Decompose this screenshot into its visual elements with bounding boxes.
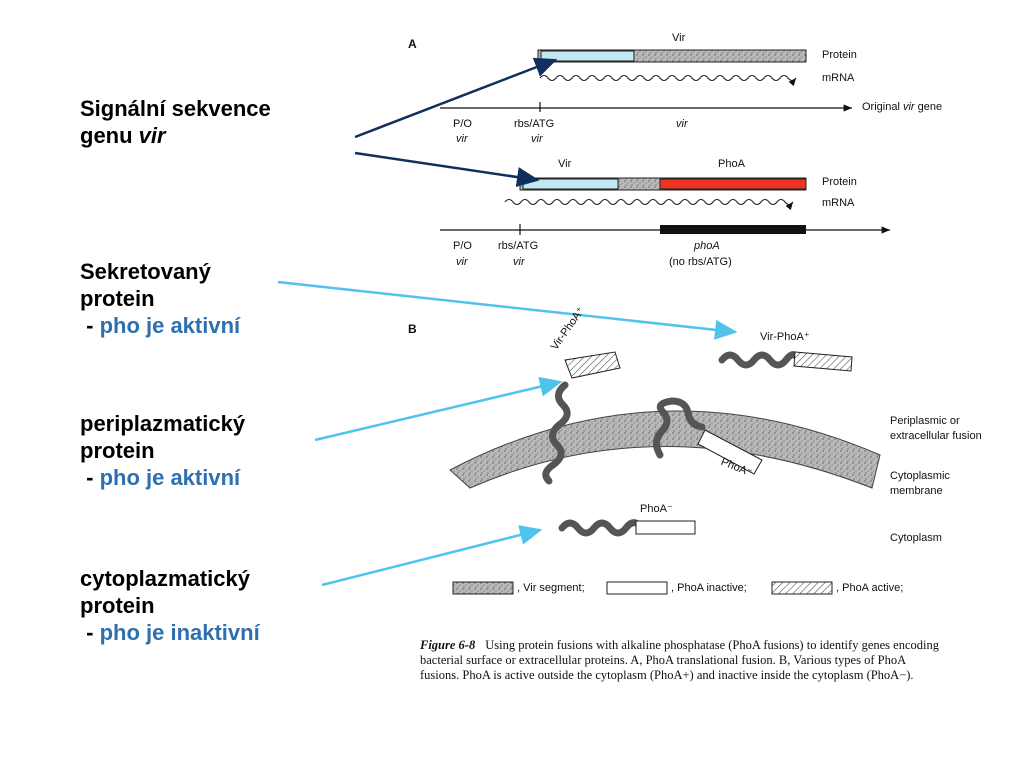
secreted-protein-label: Sekretovaný protein - pho je aktivní <box>80 258 240 339</box>
membrane-label-2: membrane <box>890 485 943 497</box>
right-vir-phoa-plus-label: Vir-PhoA⁺ <box>760 331 810 343</box>
middle-phoa-inactive-box <box>697 429 763 475</box>
legend-inactive-text: , PhoA inactive; <box>671 582 747 594</box>
row1-vir-label: Vir <box>672 32 686 44</box>
caption-text: Using protein fusions with alkaline phos… <box>420 638 939 682</box>
row1-protein-label: Protein <box>822 49 857 61</box>
periplasmic-label: Periplasmic or <box>890 415 960 427</box>
row2-mrna-wave <box>504 198 794 211</box>
signal-sequence-label: Signální sekvence genu vir <box>80 95 271 149</box>
signal-line2-prefix: genu <box>80 123 139 148</box>
row1-po-sub: vir <box>456 133 468 145</box>
panel-a-label: A <box>408 37 417 51</box>
row1-mrna-wave <box>539 74 797 87</box>
cytoplasm-label: Cytoplasm <box>890 532 942 544</box>
left-fusion-squiggle <box>542 381 571 485</box>
row2-vir-label: Vir <box>558 158 572 170</box>
row1-gene-suffix: gene <box>914 101 943 113</box>
periplasmic-line2: protein <box>80 438 155 463</box>
middle-fusion-squiggle <box>653 397 706 459</box>
cytoplasmic-status-line: - pho je inaktivní <box>80 619 260 646</box>
row1-gene-italic: vir <box>902 101 915 113</box>
row1-mrna-label: mRNA <box>822 72 855 84</box>
secreted-squiggle <box>718 351 800 369</box>
row2-protein-label: Protein <box>822 176 857 188</box>
row2-po-sub: vir <box>456 256 468 268</box>
membrane-label: Cytoplasmic <box>890 470 950 482</box>
row1-vir-gene: vir <box>676 118 688 130</box>
signal-arrow-1 <box>354 57 558 139</box>
row2-po-label: P/O <box>453 240 472 252</box>
secreted-arrow <box>277 280 738 340</box>
periplasmic-line1: periplazmatický <box>80 411 246 436</box>
legend-vir-swatch <box>452 581 514 595</box>
cytoplasmic-line1: cytoplazmatický <box>80 566 250 591</box>
row2-phoa-note: (no rbs/ATG) <box>669 256 732 268</box>
row1-rbs-sub-text: vir <box>531 133 543 145</box>
legend-active-text: , PhoA active; <box>836 582 904 594</box>
caption-figure-number: Figure 6-8 <box>420 638 476 652</box>
row1-rbs-label: rbs/ATG <box>514 118 555 130</box>
cytoplasmic-line2: protein <box>80 593 155 618</box>
row1-po-label: P/O <box>453 118 472 130</box>
periplasmic-status-line: - pho je aktivní <box>80 464 245 491</box>
row2-rbs-label: rbs/ATG <box>498 240 539 252</box>
row2-rbs-sub: vir <box>513 256 525 268</box>
periplasmic-protein-label: periplazmatický protein - pho je aktivní <box>80 410 245 491</box>
row1-gene-prefix: Original <box>862 101 903 113</box>
row1-vir-gene-text: vir <box>676 118 688 130</box>
secreted-status: pho je aktivní <box>99 313 241 338</box>
row1-po-sub-text: vir <box>456 133 468 145</box>
row2-protein-bar <box>519 177 807 191</box>
signal-line2: genu vir <box>80 122 271 149</box>
signal-arrow-2 <box>354 151 540 187</box>
row2-mrna-label: mRNA <box>822 197 855 209</box>
panel-b-label: B <box>408 322 417 336</box>
row2-phoa-gene: phoA <box>694 240 720 252</box>
row2-phoa-gene-text: phoA <box>694 240 720 252</box>
row2-po-sub-text: vir <box>456 256 468 268</box>
secreted-line1: Sekretovaný <box>80 259 211 284</box>
row1-protein-bar <box>537 49 807 63</box>
row1-rbs-sub: vir <box>531 133 543 145</box>
legend-vir-text: , Vir segment; <box>517 582 585 594</box>
secreted-phoa-active-box <box>793 351 853 372</box>
periplasmic-status: pho je aktivní <box>99 465 241 490</box>
row2-phoa-label: PhoA <box>718 158 745 170</box>
secreted-line2: protein <box>80 286 155 311</box>
row2-rbs-sub-text: vir <box>513 256 525 268</box>
secreted-status-line: - pho je aktivní <box>80 312 240 339</box>
cytoplasmic-status: pho je inaktivní <box>99 620 260 645</box>
cytoplasm-squiggle <box>558 519 642 537</box>
cytoplasmic-arrow <box>321 525 543 587</box>
cytoplasmic-dash: - <box>80 620 100 645</box>
cyto-phoa-minus-label: PhoA⁻ <box>640 503 673 515</box>
legend-active-swatch <box>771 581 833 595</box>
periplasmic-arrow <box>314 376 563 442</box>
signal-line1: Signální sekvence <box>80 96 271 121</box>
left-phoa-active-box <box>564 351 621 379</box>
cytoplasm-phoa-inactive-box <box>635 520 696 535</box>
legend-inactive-swatch <box>606 581 668 595</box>
signal-line2-italic: vir <box>138 123 166 148</box>
phoa-gene-segment <box>660 225 806 234</box>
periplasmic-dash: - <box>80 465 100 490</box>
secreted-dash: - <box>80 313 100 338</box>
row1-gene-label: Original vir gene <box>862 101 942 113</box>
cytoplasmic-protein-label: cytoplazmatický protein - pho je inaktiv… <box>80 565 260 646</box>
periplasmic-label-2: extracellular fusion <box>890 430 982 442</box>
